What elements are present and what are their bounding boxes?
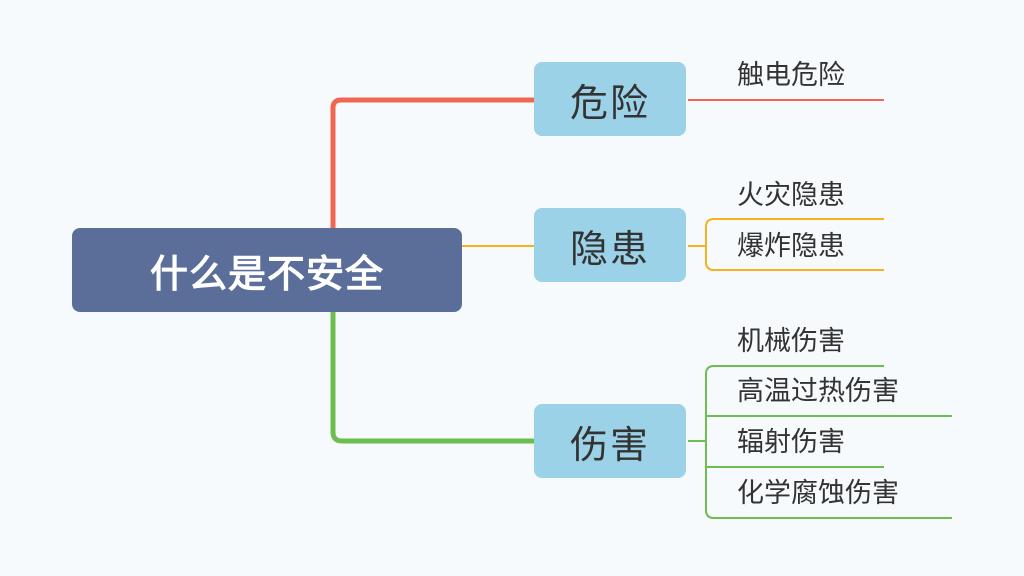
leaf-heat-injury: 高温过热伤害: [737, 376, 899, 407]
leaf-chemical-corrosion-injury: 化学腐蚀伤害: [737, 478, 899, 509]
connector-danger: [330, 97, 534, 228]
connector-harm: [330, 312, 534, 444]
leaf-fire-hazard: 火灾隐患: [737, 180, 845, 211]
leaf-radiation-injury: 辐射伤害: [737, 427, 845, 458]
connector-hazard-leaves: [688, 218, 884, 271]
leaf-electric-shock: 触电危险: [737, 60, 845, 91]
leaf-mechanical-injury: 机械伤害: [737, 326, 845, 357]
connector-harm-leaves: [688, 365, 952, 519]
branch-node-harm: 伤害: [534, 404, 686, 478]
leaf-explosion-hazard: 爆炸隐患: [737, 231, 845, 262]
branch-node-danger: 危险: [534, 62, 686, 136]
branch-node-hazard: 隐患: [534, 208, 686, 282]
root-node: 什么是不安全: [72, 228, 462, 312]
